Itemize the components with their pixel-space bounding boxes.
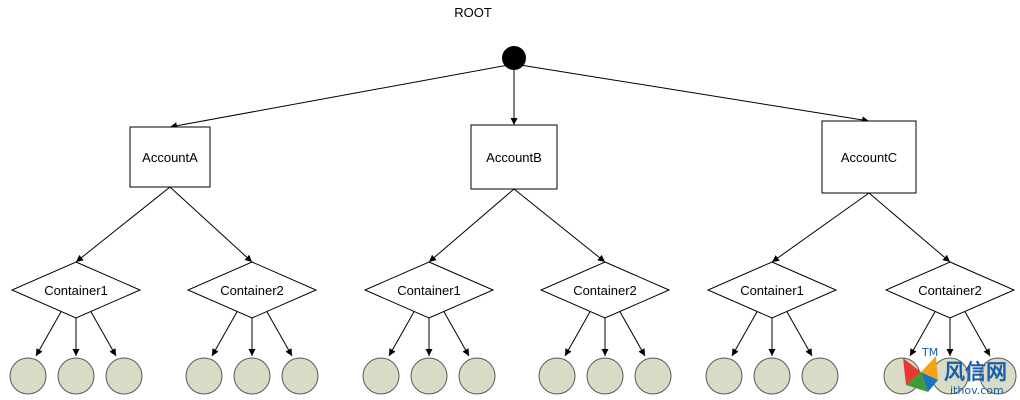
account-label: AccountB [486, 150, 542, 165]
object-node [281, 357, 319, 395]
root-label: ROOT [454, 5, 492, 20]
edge-container-to-object [963, 309, 991, 357]
edge-container-to-object [35, 309, 63, 357]
object-node [586, 357, 624, 395]
root-node [502, 46, 526, 70]
object-node [9, 357, 47, 395]
edge-container-to-object [731, 309, 759, 357]
object-node [753, 357, 791, 395]
container-label: Container2 [918, 283, 982, 298]
container-node [363, 261, 495, 319]
container-label: Container1 [397, 283, 461, 298]
edge-account-to-container [169, 186, 253, 263]
edge-container-to-object [442, 309, 470, 357]
edge-account-to-container [771, 192, 870, 263]
edge-account-to-container [868, 192, 951, 263]
container-label: Container2 [220, 283, 284, 298]
object-node [105, 357, 143, 395]
object-node [185, 357, 223, 395]
edge-container-to-object [564, 309, 592, 357]
object-node [634, 357, 672, 395]
edge-root-to-account [513, 63, 870, 124]
container-node [884, 261, 1016, 319]
watermark-title: 风信网 [944, 360, 1007, 384]
object-node [233, 357, 271, 395]
object-node [538, 357, 576, 395]
edge-container-to-object [388, 309, 416, 357]
account-node [821, 120, 917, 194]
container-node [539, 261, 671, 319]
object-node [362, 357, 400, 395]
container-node [706, 261, 838, 319]
edge-account-to-container [75, 186, 171, 263]
nodes-layer: AccountA Container1 Container2 AccountB Cont… [9, 120, 1017, 395]
edge-account-to-container [513, 188, 606, 263]
edge-account-to-container [428, 188, 515, 263]
edge-container-to-object [909, 309, 937, 357]
container-node [10, 261, 142, 319]
container-label: Container1 [740, 283, 804, 298]
object-node [705, 357, 743, 395]
edge-container-to-object [265, 309, 293, 357]
watermark-tm: TM [921, 346, 938, 359]
object-node [410, 357, 448, 395]
edges-layer [35, 63, 991, 357]
watermark-logo: TM 风信网 ithov.com [903, 346, 1007, 397]
edge-root-to-account [169, 63, 515, 130]
edge-container-to-object [89, 309, 117, 357]
account-label: AccountA [142, 150, 198, 165]
account-node [129, 126, 211, 188]
watermark-subtitle: ithov.com [950, 384, 1004, 397]
account-label: AccountC [841, 150, 897, 165]
object-node [979, 357, 1017, 395]
account-node [470, 124, 558, 190]
container-label: Container1 [44, 283, 108, 298]
container-node [186, 261, 318, 319]
edge-container-to-object [618, 309, 646, 357]
edge-container-to-object [785, 309, 813, 357]
object-node [57, 357, 95, 395]
object-node [801, 357, 839, 395]
container-label: Container2 [573, 283, 637, 298]
edge-container-to-object [211, 309, 239, 357]
object-node [458, 357, 496, 395]
